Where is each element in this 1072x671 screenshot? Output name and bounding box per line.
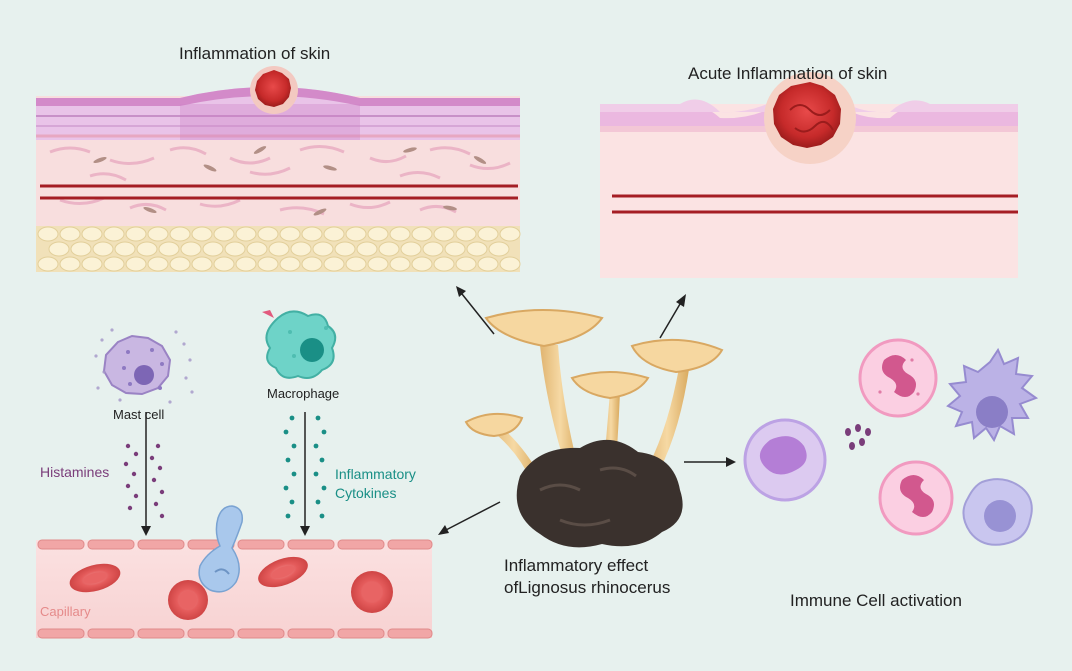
lymphocyte	[962, 478, 1033, 546]
mast-cell	[94, 328, 194, 404]
monocyte	[743, 418, 827, 502]
neutrophil-bottom	[878, 460, 954, 536]
dendritic-cell	[946, 347, 1039, 443]
acute-lesion	[773, 82, 841, 148]
acute-inflammation-title: Acute Inflammation of skin	[688, 64, 888, 83]
center-caption-line2: ofLignosus rhinocerus	[504, 578, 671, 597]
red-blood-cells	[69, 556, 393, 620]
acute-skin-section	[600, 72, 1018, 278]
skin-cross-section	[36, 66, 521, 272]
lignosus-mushroom	[464, 309, 724, 548]
sclerotium	[516, 439, 683, 548]
skin-lesion	[255, 70, 291, 107]
immune-cells	[743, 338, 1039, 546]
skin-inflammation-title: Inflammation of skin	[179, 44, 331, 63]
immune-activation-label: Immune Cell activation	[790, 591, 962, 610]
neutrophil-top	[858, 338, 938, 418]
cytokines-label-line1: Inflammatory	[335, 466, 416, 482]
effect-arrows	[438, 286, 736, 535]
capillary	[36, 505, 433, 639]
cytokine-release	[283, 412, 327, 536]
cytokines-label-line2: Cytokines	[335, 485, 397, 501]
histamine-release	[123, 412, 165, 536]
macrophage	[262, 310, 337, 379]
leukocyte-extravasation	[198, 505, 244, 593]
capillary-label: Capillary	[40, 604, 91, 619]
center-caption-line1: Inflammatory effect	[504, 556, 649, 575]
histamines-label: Histamines	[40, 464, 110, 480]
macrophage-label: Macrophage	[267, 386, 340, 401]
mast-cell-label: Mast cell	[113, 407, 165, 422]
granules	[845, 424, 871, 450]
